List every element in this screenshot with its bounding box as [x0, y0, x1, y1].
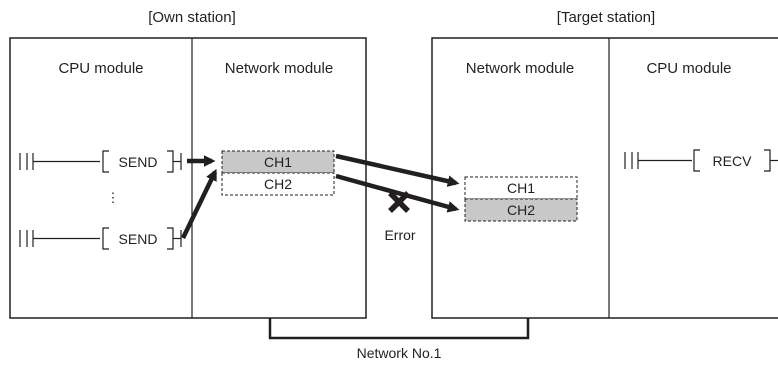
error-label: Error	[384, 227, 415, 243]
network-bracket	[268, 318, 530, 340]
thick-arrows	[180, 153, 460, 239]
target-station-title: [Target station]	[557, 9, 655, 26]
target-cpu-module-label: CPU module	[646, 60, 731, 77]
arrow-send2-to-ch1	[180, 168, 218, 239]
error-cross-icon	[388, 191, 410, 213]
own-ladder-rung-2	[19, 227, 182, 250]
target-channel-ch2-box	[464, 198, 578, 222]
target-channel-ch2-label: CH2	[507, 202, 535, 218]
network-label: Network No.1	[357, 345, 442, 361]
own-channel-ch2-label: CH2	[264, 176, 292, 192]
own-station-title: [Own station]	[148, 9, 236, 26]
own-send-instruction-2: SEND	[119, 231, 158, 247]
target-channel-ch1-label: CH1	[507, 180, 535, 196]
target-recv-instruction: RECV	[713, 153, 753, 169]
target-network-module-label: Network module	[466, 60, 574, 77]
vertical-ellipsis: ⋮	[107, 190, 120, 205]
own-cpu-module-label: CPU module	[58, 60, 143, 77]
own-channel-ch1-label: CH1	[264, 154, 292, 170]
own-network-module-label: Network module	[225, 60, 333, 77]
arrow-ch1-to-target-ch1	[335, 153, 460, 187]
own-channel-ch2-box	[221, 172, 335, 196]
arrow-ch1-to-target-ch2	[335, 173, 460, 213]
own-ladder-rung-1	[19, 150, 182, 173]
target-ladder-rung	[624, 149, 778, 172]
own-station-box	[9, 37, 367, 319]
own-send-instruction-1: SEND	[119, 154, 158, 170]
